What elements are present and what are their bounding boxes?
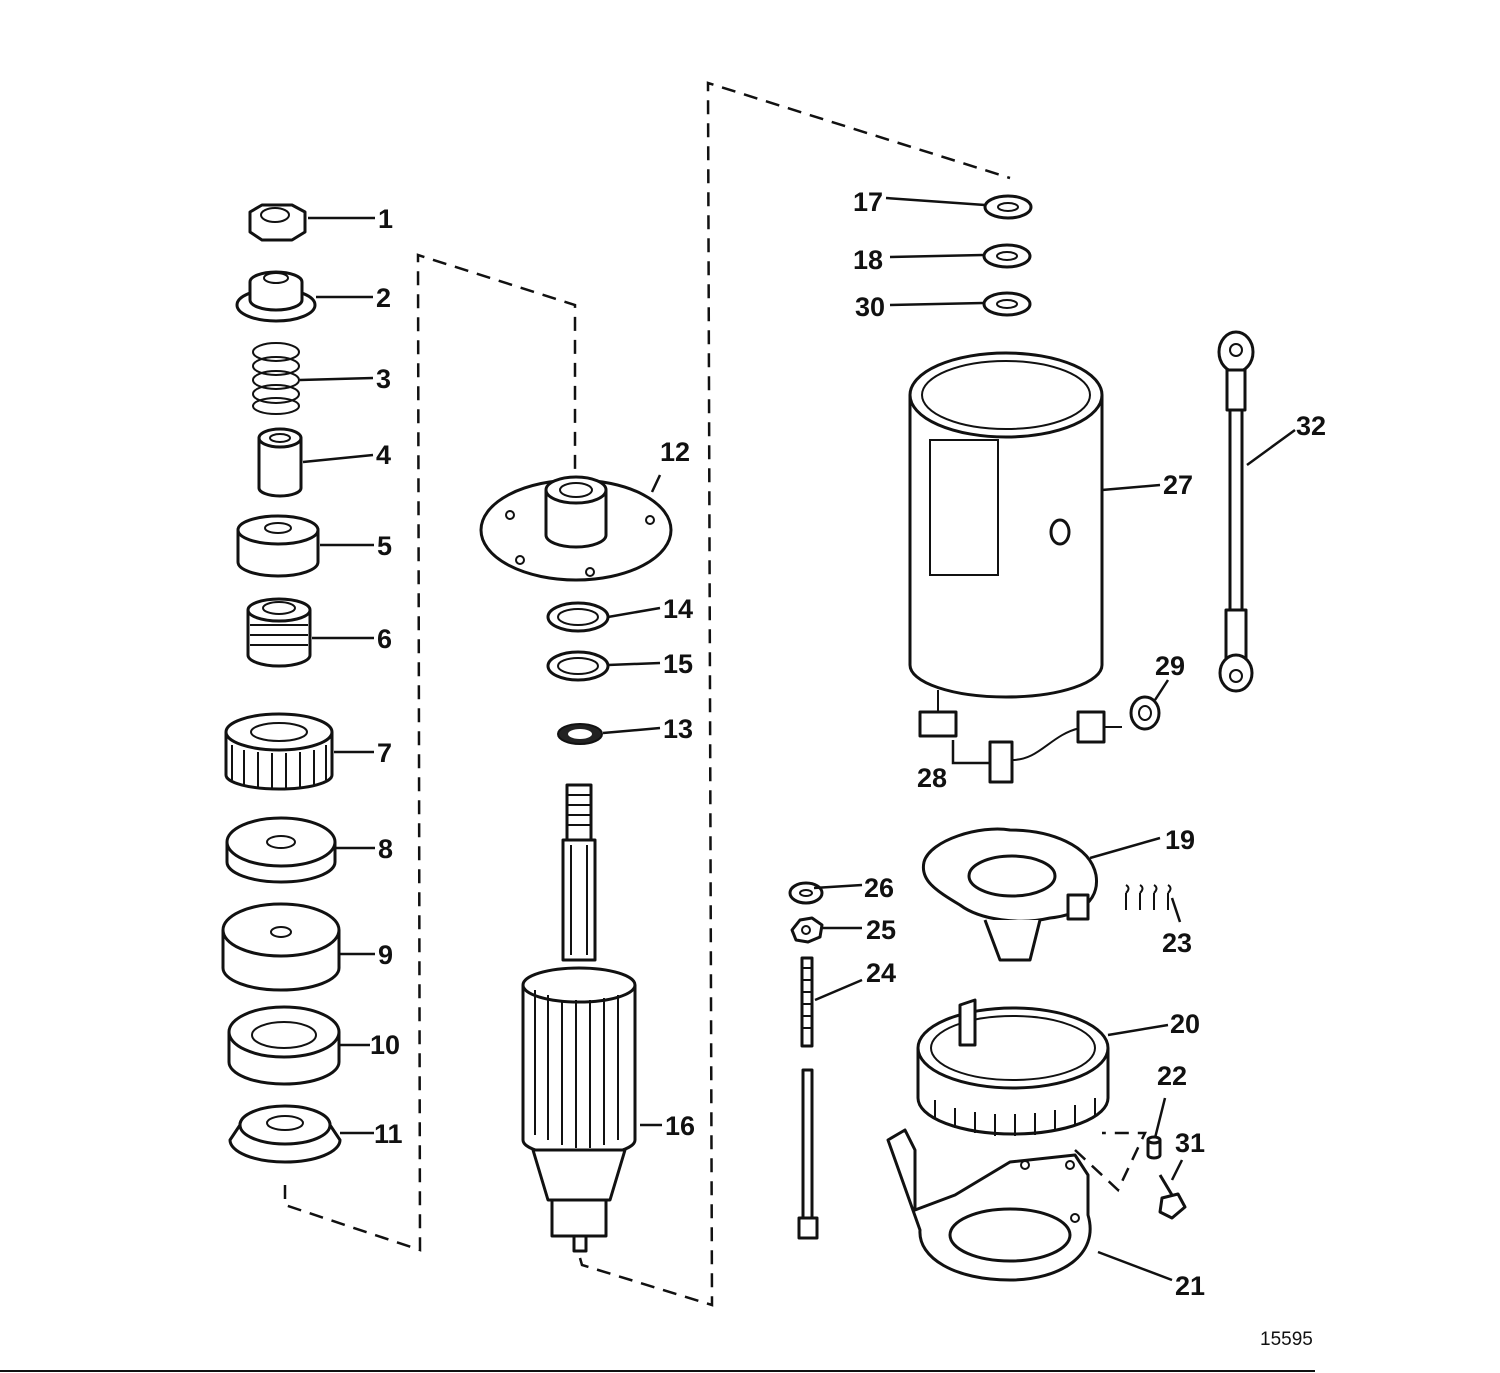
bracket-guide-line (1074, 1131, 1147, 1193)
part-3-spring (252, 342, 300, 415)
part-2-cap (235, 270, 317, 323)
callout-20: 20 (1170, 1009, 1200, 1039)
callout-18: 18 (853, 245, 883, 275)
callout-19: 19 (1165, 825, 1195, 855)
part-12-end-plate (479, 475, 673, 582)
part-11-stop (228, 1104, 342, 1164)
callout-27: 27 (1163, 470, 1193, 500)
part-30-washer (982, 291, 1032, 317)
callout-14: 14 (663, 594, 693, 624)
callout-21: 21 (1175, 1271, 1205, 1301)
part-9-thick-washer (221, 902, 341, 992)
callout-29: 29 (1155, 651, 1185, 681)
callout-16: 16 (665, 1111, 695, 1141)
callout-23: 23 (1162, 928, 1192, 958)
part-16-armature (521, 783, 637, 1253)
through-bolt (797, 1068, 819, 1240)
part-19-brush-plate (921, 827, 1098, 962)
callout-4: 4 (376, 440, 391, 470)
callout-26: 26 (864, 873, 894, 903)
callout-3: 3 (376, 364, 391, 394)
callout-17: 17 (853, 187, 883, 217)
part-26-washer (788, 881, 824, 905)
callout-7: 7 (377, 738, 392, 768)
callout-30: 30 (855, 292, 885, 322)
part-28-brush-lead (918, 690, 1122, 784)
part-24-stud (800, 956, 814, 1048)
part-32-ground-strap (1217, 330, 1255, 693)
figure-id: 15595 (1260, 1329, 1313, 1350)
part-31-screw (1158, 1174, 1187, 1220)
part-21-mounting-bracket (886, 1128, 1092, 1282)
part-6-drive-sleeve (246, 597, 312, 668)
part-25-lockwasher (790, 916, 824, 944)
callout-15: 15 (663, 649, 693, 679)
callout-9: 9 (378, 940, 393, 970)
callout-1: 1 (378, 204, 393, 234)
callout-2: 2 (376, 283, 391, 313)
part-18-washer (982, 243, 1032, 269)
callout-6: 6 (377, 624, 392, 654)
leader-lines (299, 196, 1296, 1282)
callout-10: 10 (370, 1030, 400, 1060)
part-1-nut (248, 203, 307, 242)
callout-13: 13 (663, 714, 693, 744)
callout-12: 12 (660, 437, 690, 467)
part-4-sleeve (257, 427, 303, 498)
part-14-ring (546, 601, 610, 633)
callout-28: 28 (917, 763, 947, 793)
callout-5: 5 (377, 531, 392, 561)
part-8-washer (225, 816, 337, 884)
part-7-pinion-gear (224, 712, 334, 791)
callout-labels: 1 2 3 4 5 6 7 8 9 10 11 12 14 15 13 16 1… (370, 187, 1326, 1350)
callout-8: 8 (378, 834, 393, 864)
callout-31: 31 (1175, 1128, 1205, 1158)
callout-32: 32 (1296, 411, 1326, 441)
part-17-washer (983, 194, 1033, 220)
part-13-washer (557, 723, 603, 745)
assembly-guide-lines (283, 81, 1011, 1307)
part-15-ring (546, 650, 610, 682)
part-5-collar (236, 514, 320, 578)
part-20-end-cap (916, 998, 1110, 1136)
part-22-bushing (1146, 1135, 1162, 1160)
part-29-nut (1129, 695, 1161, 731)
callout-24: 24 (866, 958, 896, 988)
part-27-frame-housing (908, 351, 1104, 699)
callout-11: 11 (374, 1119, 403, 1149)
callout-22: 22 (1157, 1061, 1187, 1091)
part-10-cup (227, 1005, 341, 1086)
callout-25: 25 (866, 915, 896, 945)
part-23-brush-springs (1125, 884, 1172, 910)
